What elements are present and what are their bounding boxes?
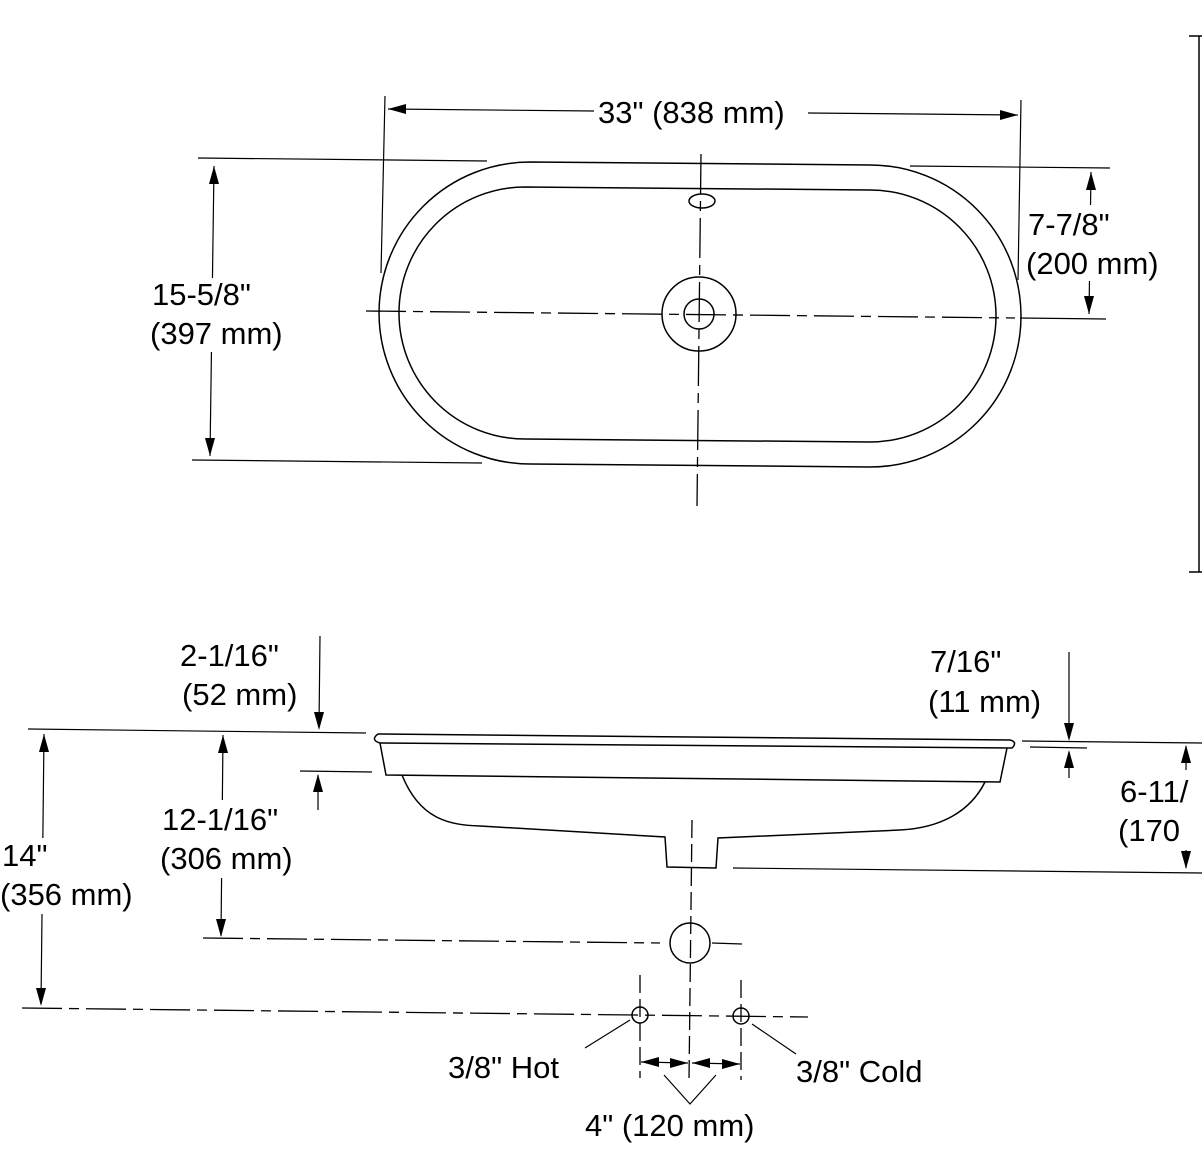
depth-label-line-2: (397 mm) xyxy=(150,316,283,351)
trap-outlet-circle xyxy=(669,922,711,964)
deck-label-line-2: (52 mm) xyxy=(182,677,297,712)
supply-label-line-2: (356 mm) xyxy=(0,877,133,912)
cold-leader-line xyxy=(751,1023,797,1055)
top-reference-line xyxy=(27,728,367,734)
width-dimension-line-left xyxy=(387,108,595,112)
side-view: 2-1/16" (52 mm) 7/16" (11 mm) 6-11/ (170… xyxy=(0,635,1202,1143)
drain-offset-extension-bottom xyxy=(1019,317,1107,320)
supply-arrow-top xyxy=(39,734,49,752)
depth-arrow-top xyxy=(209,166,219,184)
deck-label-line-1: 2-1/16" xyxy=(180,638,279,673)
width-arrow-right xyxy=(1000,110,1018,120)
spacing-arrow-right-a xyxy=(692,1058,710,1068)
width-extension-right xyxy=(1017,99,1022,281)
trap-label-line-2: (306 mm) xyxy=(160,841,293,876)
bowl-depth-arrow-top xyxy=(1181,745,1191,763)
trap-centerline-right xyxy=(711,942,743,945)
supply-label-line-1: 14" xyxy=(2,838,48,873)
hot-supply-label: 3/8" Hot xyxy=(448,1050,559,1085)
deck-arrow-up-head xyxy=(313,774,323,792)
deck-dimension-arrow-down xyxy=(318,635,321,727)
trap-label-line-1: 12-1/16" xyxy=(162,802,278,837)
spacing-arrow-right-b xyxy=(722,1059,740,1069)
bowl-top-reference-line xyxy=(299,770,373,773)
overflow-hole xyxy=(688,193,716,209)
spacing-arrow-left-b xyxy=(670,1058,688,1068)
depth-extension-top xyxy=(197,157,488,162)
inner-bowl-outline xyxy=(398,186,997,443)
trap-arrow-top xyxy=(218,735,228,753)
bowl-depth-arrow-bottom xyxy=(1181,851,1191,869)
rim-arrow-up-head xyxy=(1064,750,1074,768)
width-arrow-left xyxy=(388,104,406,114)
vertical-centerline xyxy=(696,153,702,507)
supply-arrow-bottom xyxy=(36,988,46,1006)
sink-upper-body xyxy=(379,742,1008,783)
width-label: 33" (838 mm) xyxy=(598,95,785,130)
spacing-callout-chevron xyxy=(663,1074,717,1105)
depth-extension-bottom xyxy=(191,459,483,464)
hot-leader-line xyxy=(584,1019,631,1049)
supply-centerline xyxy=(21,1007,809,1018)
rim-arrow-down-head xyxy=(1064,723,1074,741)
trap-centerline xyxy=(202,937,661,944)
sink-rim-flange xyxy=(373,733,1016,749)
hot-supply-point xyxy=(631,1006,649,1024)
top-view: 33" (838 mm) 15-5/8" (397 mm) 7-7/8" (20… xyxy=(150,35,1202,573)
trap-arrow-bottom xyxy=(216,919,226,937)
width-extension-left xyxy=(380,95,386,274)
sink-bowl-profile xyxy=(401,774,986,869)
drain-offset-label-line-2: (200 mm) xyxy=(1026,246,1159,281)
drain-vertical-centerline xyxy=(688,819,693,1081)
depth-arrow-bottom xyxy=(205,438,215,456)
drain-offset-arrow-bottom xyxy=(1084,296,1094,314)
spacing-arrow-left-a xyxy=(641,1057,659,1067)
supply-spacing-label: 4" (120 mm) xyxy=(585,1108,755,1143)
cold-supply-point xyxy=(732,1007,750,1025)
outer-rim-outline xyxy=(378,161,1022,468)
drain-outer-ring xyxy=(661,276,737,352)
cold-supply-label: 3/8" Cold xyxy=(796,1054,922,1089)
width-dimension-line-right xyxy=(807,112,1019,116)
rim-reference-line-top xyxy=(1021,740,1202,744)
rim-reference-line-bottom xyxy=(1029,746,1088,749)
drain-offset-label-line-1: 7-7/8" xyxy=(1028,207,1110,242)
depth-label-line-1: 15-5/8" xyxy=(152,277,251,312)
deck-arrow-down-head xyxy=(314,712,324,730)
drain-hole xyxy=(683,298,715,330)
drain-offset-arrow-top xyxy=(1086,172,1096,190)
drain-offset-extension-top xyxy=(909,165,1111,169)
rim-label-line-2: (11 mm) xyxy=(928,684,1041,719)
bowl-depth-label-line-1: 6-11/ xyxy=(1120,774,1189,809)
bowl-depth-label-line-2: (170 xyxy=(1118,813,1180,848)
horizontal-centerline xyxy=(365,310,1016,319)
bowl-bottom-reference-line xyxy=(732,867,1202,874)
rim-label-line-1: 7/16" xyxy=(930,644,1001,679)
